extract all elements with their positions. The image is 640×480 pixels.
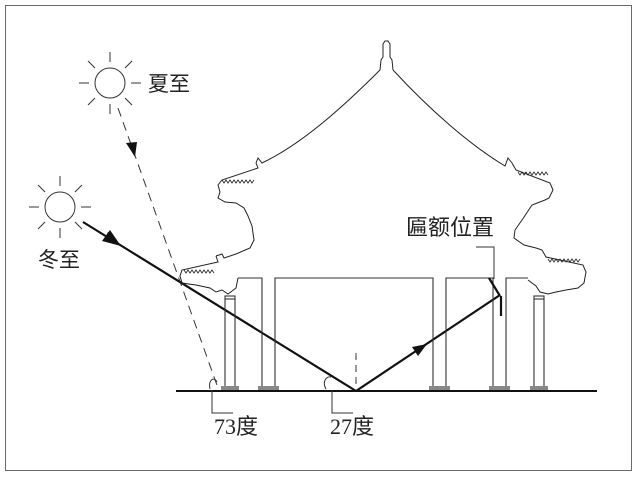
plaque-leader-line: [476, 246, 495, 279]
winter-angle-label: 27度: [330, 414, 375, 439]
reflected-ray-arrowhead-icon: [412, 344, 427, 356]
roof: [179, 40, 587, 295]
plaque: [488, 277, 503, 316]
summer-sun-icon: [79, 52, 141, 114]
plaque-position-label: 匾额位置: [406, 216, 495, 241]
winter-sun-icon: [29, 176, 91, 238]
summer-sun-ray: [117, 107, 219, 389]
winter-sun-ray: [82, 221, 357, 392]
column-bases: [221, 386, 548, 390]
angle-marker-73: [209, 378, 233, 414]
angle-marker-27: [323, 376, 353, 414]
diagram-frame: [5, 5, 632, 471]
winter-solstice-label: 冬至: [38, 248, 80, 272]
summer-solstice-label: 夏至: [148, 72, 190, 96]
summer-angle-label: 73度: [214, 414, 259, 439]
summer-ray-arrowhead-icon: [126, 142, 137, 157]
reflected-ray: [355, 294, 501, 392]
